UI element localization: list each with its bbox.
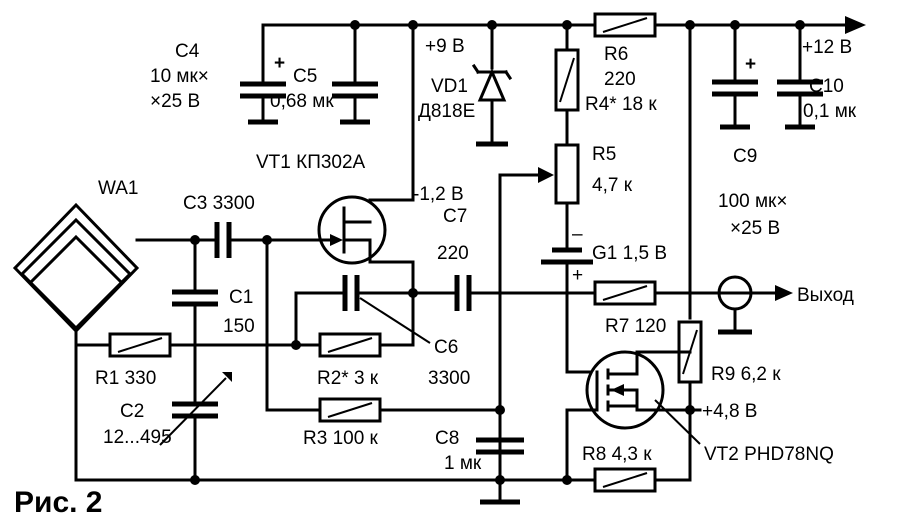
r2-label: R2* 3 к [317, 368, 379, 389]
c10-value: 0,1 мк [803, 101, 857, 122]
potentiometer-r5 [554, 143, 580, 205]
vd1-type: Д818Е [418, 101, 475, 122]
c10-name: C10 [809, 76, 844, 97]
output-label: Выход [797, 285, 854, 306]
capacitor-c5 [332, 23, 378, 125]
minus-1-2v-label: -1,2 В [413, 184, 464, 205]
c6-name: C6 [434, 337, 458, 358]
c6-value: 3300 [428, 368, 470, 389]
c9-value2: ×25 В [730, 218, 780, 239]
component-labels: C4 10 мк× ×25 В + C5 0,68 мк +9 В VD1 Д8… [95, 36, 857, 474]
transistor-vt1 [317, 195, 387, 265]
c4-value2: ×25 В [150, 91, 200, 112]
c8-name: C8 [435, 428, 459, 449]
r8-label: R8 4,3 к [582, 444, 652, 465]
vt1-label: VT1 КП302А [256, 152, 366, 173]
wa1-label: WA1 [98, 178, 138, 199]
transistor-vt2 [585, 350, 665, 430]
r5-name: R5 [592, 144, 616, 165]
c7-value: 220 [437, 243, 469, 264]
figure-caption: Рис. 2 [14, 486, 103, 519]
r1-label: R1 330 [95, 368, 156, 389]
r6-value: 220 [604, 69, 636, 90]
c9-name: C9 [733, 146, 757, 167]
plus-4-8v-label: +4,8 В [702, 401, 757, 422]
loop-antenna-wa1 [12, 202, 140, 334]
vd1-name: VD1 [431, 76, 468, 97]
capacitor-c4 [240, 23, 286, 125]
c5-value: 0,68 мк [270, 91, 334, 112]
c1-value: 150 [223, 316, 255, 337]
g1-plus: + [572, 265, 583, 286]
r6-name: R6 [604, 44, 628, 65]
c5-name: C5 [293, 66, 317, 87]
c3-label: C3 3300 [183, 193, 255, 214]
c9-polarity: + [745, 54, 756, 75]
output-connector [717, 275, 793, 335]
g1-minus: – [572, 224, 583, 245]
r4-label: R4* 18 к [585, 94, 657, 115]
r9-label: R9 6,2 к [711, 364, 781, 385]
c4-polarity: + [274, 53, 285, 74]
plus-9v-label: +9 В [425, 36, 465, 57]
zener-vd1 [471, 23, 513, 147]
c4-value1: 10 мк× [150, 66, 209, 87]
junction-dots [190, 20, 805, 485]
c1-name: C1 [229, 287, 253, 308]
c2-value: 12...495 [103, 427, 172, 448]
plus-12v-label: +12 В [802, 37, 852, 58]
capacitor-c10 [777, 23, 823, 130]
r7-label: R7 120 [605, 316, 666, 337]
c4-name: C4 [175, 41, 200, 62]
c8-value: 1 мк [444, 453, 482, 474]
c9-value1: 100 мк× [718, 191, 787, 212]
battery-g1 [541, 247, 593, 265]
c2-name: C2 [120, 401, 144, 422]
r5-value: 4,7 к [592, 175, 633, 196]
g1-label: G1 1,5 В [592, 243, 667, 264]
c7-name: C7 [443, 206, 467, 227]
capacitor-c9 [712, 23, 758, 130]
vt2-label: VT2 PHD78NQ [704, 444, 834, 465]
r3-label: R3 100 к [303, 428, 379, 449]
